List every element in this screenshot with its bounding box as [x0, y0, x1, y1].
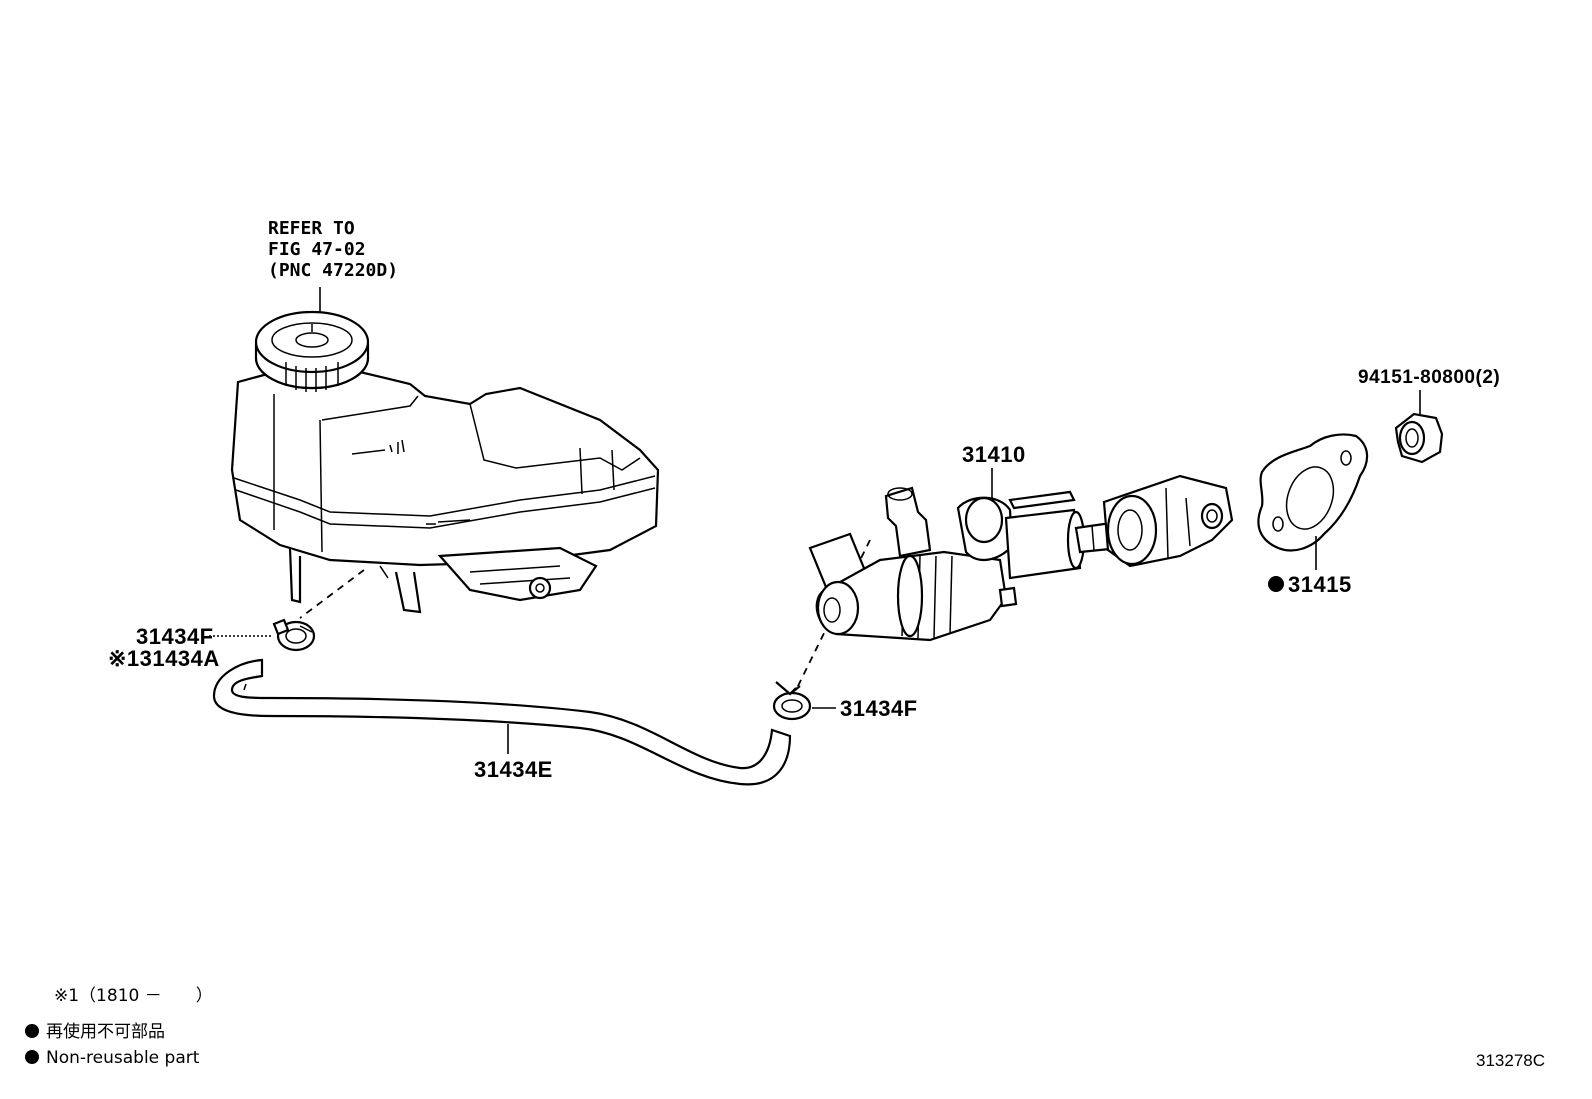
refer-note-line2: FIG 47-02 [268, 239, 366, 260]
gasket-illustration [1257, 433, 1369, 552]
footnote-nonreusable-jp: 再使用不可部品 [46, 1021, 165, 1042]
label-31434A: ※131434A [108, 646, 220, 671]
label-31415: 31415 [1288, 572, 1352, 597]
figure-code: 313278C [1476, 1051, 1545, 1070]
nut-illustration [1394, 412, 1444, 464]
label-31434F-upper: 31434F [136, 624, 214, 649]
lower-clip-illustration [772, 681, 812, 721]
footnote-date: ※1（1810 － ） [54, 986, 213, 1006]
master-cylinder-illustration [808, 474, 1234, 642]
bullet-jp [25, 1024, 39, 1038]
label-94151-80800: 94151-80800(2) [1358, 367, 1500, 388]
refer-note: REFER TO FIG 47-02 (PNC 47220D) [268, 218, 398, 328]
label-31410: 31410 [962, 442, 1026, 467]
refer-note-line3: (PNC 47220D) [268, 260, 398, 281]
label-31434E: 31434E [474, 757, 553, 782]
nonreusable-bullet-31415 [1268, 576, 1284, 592]
footnotes: ※1（1810 － ） 再使用不可部品 Non-reusable part [25, 986, 213, 1068]
footnote-nonreusable-en: Non-reusable part [46, 1048, 200, 1068]
reservoir-illustration [230, 310, 660, 614]
bullet-en [25, 1050, 39, 1064]
label-31434F-lower: 31434F [840, 696, 918, 721]
upper-clip-illustration [272, 618, 316, 652]
hose-illustration [212, 658, 792, 786]
refer-note-line1: REFER TO [268, 218, 355, 239]
dashed-connector-upper [299, 569, 365, 619]
